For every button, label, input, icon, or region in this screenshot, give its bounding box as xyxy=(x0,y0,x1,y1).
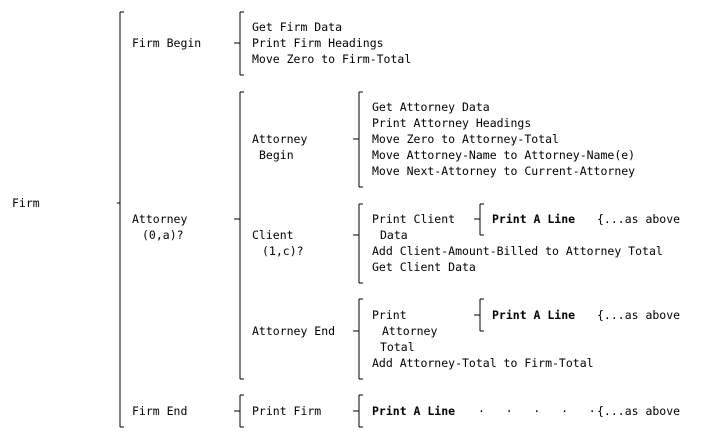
firm-label: Firm xyxy=(12,196,40,210)
as-above-note: {...as above xyxy=(597,308,681,322)
print-a-line-label: Print A Line xyxy=(492,212,576,226)
attorney-begin-step: Move Next-Attorney to Current-Attorney xyxy=(372,164,636,178)
firm-begin-label: Firm Begin xyxy=(132,36,202,50)
print-attorney-total-bracket xyxy=(474,298,484,332)
attorney-begin-step: Move Zero to Attorney-Total xyxy=(372,132,559,146)
attorney-end-label: Attorney End xyxy=(252,324,336,338)
attorney-begin-label-2: Begin xyxy=(259,148,294,162)
firm-bracket xyxy=(117,11,124,428)
firm-begin-bracket xyxy=(234,11,244,76)
firm-begin-step: Print Firm Headings xyxy=(252,36,384,50)
print-attorney-total-label: Print xyxy=(372,308,407,322)
dot-leader: · · · · · xyxy=(478,404,596,418)
print-a-line-label: Print A Line xyxy=(492,308,576,322)
attorney-end-step: Add Attorney-Total to Firm-Total xyxy=(372,356,594,370)
print-client-label: Print Client xyxy=(372,212,456,226)
print-client-label-2: Data xyxy=(380,228,408,242)
print-attorney-total-label-2: Attorney xyxy=(382,324,438,338)
attorney-begin-label: Attorney xyxy=(252,132,308,146)
client-label: Client xyxy=(252,228,294,242)
print-attorney-total-label-3: Total xyxy=(380,340,415,354)
firm-begin-step: Move Zero to Firm-Total xyxy=(252,52,412,66)
client-step: Add Client-Amount-Billed to Attorney Tot… xyxy=(372,244,663,258)
attorney-bracket xyxy=(234,91,244,380)
attorney-begin-step: Get Attorney Data xyxy=(372,100,490,114)
print-firm-bracket xyxy=(353,394,363,428)
as-above-note: {...as above xyxy=(597,212,681,226)
print-a-line-label: Print A Line xyxy=(372,404,456,418)
attorney-label: Attorney xyxy=(132,212,188,226)
print-firm-label: Print Firm xyxy=(252,404,322,418)
firm-end-label: Firm End xyxy=(132,404,188,418)
attorney-condition: (0,a)? xyxy=(142,228,184,242)
as-above-note: {...as above xyxy=(597,404,681,418)
client-bracket xyxy=(353,203,363,284)
firm-end-bracket xyxy=(234,394,244,428)
attorney-begin-step: Print Attorney Headings xyxy=(372,116,532,130)
client-condition: (1,c)? xyxy=(262,244,304,258)
client-step: Get Client Data xyxy=(372,260,476,274)
attorney-begin-bracket xyxy=(353,91,363,188)
attorney-begin-step: Move Attorney-Name to Attorney-Name(e) xyxy=(372,148,636,162)
attorney-end-bracket xyxy=(353,298,363,380)
firm-begin-step: Get Firm Data xyxy=(252,20,343,34)
print-client-data-bracket xyxy=(474,203,484,236)
